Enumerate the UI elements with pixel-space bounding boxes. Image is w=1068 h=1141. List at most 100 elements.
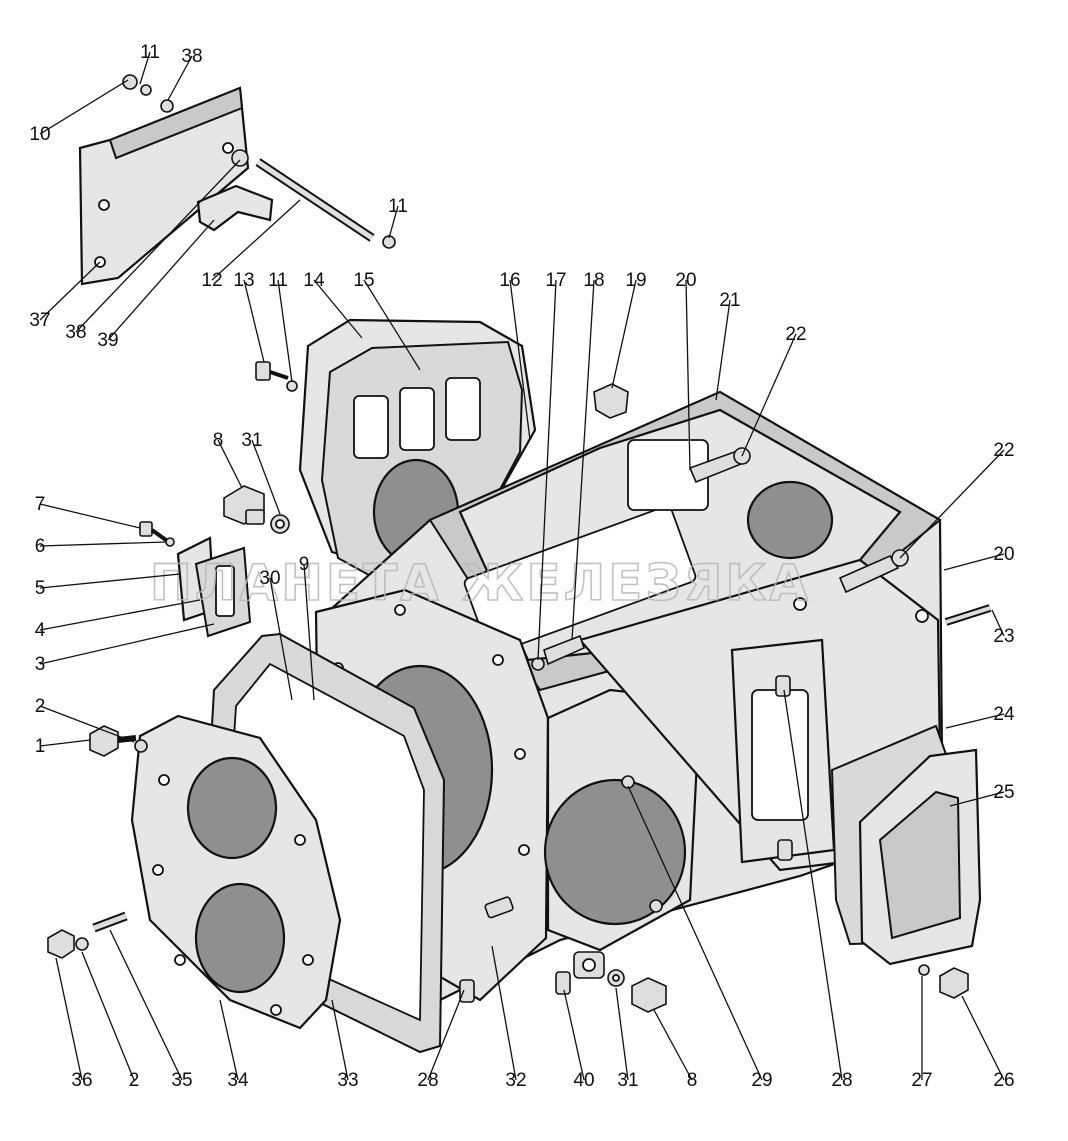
callout-label: 17 — [545, 270, 566, 291]
callout-label: 20 — [993, 544, 1014, 565]
callout-leader — [991, 609, 1005, 637]
callout-leader — [945, 713, 1005, 729]
callout-leader — [313, 279, 363, 339]
callout-label: 18 — [583, 270, 604, 291]
callout-label: 32 — [505, 1070, 526, 1091]
callout-leader — [39, 599, 201, 631]
callout-leader — [75, 159, 241, 333]
leader-lines — [39, 51, 1005, 1081]
callout-leader — [39, 541, 167, 547]
callout-leader — [39, 261, 101, 321]
bolt-7-washer-6 — [139, 521, 175, 547]
callout-label: 23 — [993, 626, 1014, 647]
callout-label: 13 — [233, 270, 254, 291]
callout-label: 10 — [29, 124, 50, 145]
callout-leader — [653, 1009, 693, 1081]
callout-leader — [277, 279, 293, 383]
callout-label: 38 — [181, 46, 202, 67]
callout-label: 2 — [35, 696, 46, 717]
callout-leader — [55, 957, 83, 1081]
callout-label: 1 — [35, 736, 46, 757]
callout-leader — [961, 995, 1005, 1081]
callout-leader — [39, 79, 129, 135]
callout-leader — [219, 999, 239, 1081]
callout-label: 37 — [29, 310, 50, 331]
callout-label: 40 — [573, 1070, 594, 1091]
callout-label: 28 — [417, 1070, 438, 1091]
callout-leader — [388, 205, 399, 239]
callout-label: 24 — [993, 704, 1015, 725]
callout-label: 14 — [303, 270, 325, 291]
cover-bracket — [78, 86, 250, 286]
lever-rod — [255, 158, 396, 249]
callout-leader — [537, 279, 557, 661]
callout-label: 22 — [993, 440, 1014, 461]
callout-leader — [615, 987, 629, 1081]
stud-23 — [944, 604, 992, 626]
callout-label: 2 — [129, 1070, 140, 1091]
callout-leader — [39, 503, 141, 529]
callout-label: 35 — [171, 1070, 192, 1091]
callout-label: 3 — [35, 654, 46, 675]
callout-leader — [899, 449, 1005, 559]
callout-label: 31 — [617, 1070, 638, 1091]
callout-leader — [611, 279, 637, 389]
callout-label: 16 — [499, 270, 520, 291]
callout-label: 9 — [299, 554, 310, 575]
callout-label: 4 — [35, 620, 46, 641]
callout-label: 33 — [337, 1070, 358, 1091]
callout-leader — [427, 989, 465, 1081]
plug-8-top — [223, 485, 290, 534]
callout-leader — [167, 55, 193, 101]
drain-fitting — [573, 951, 605, 979]
callout-label: 20 — [675, 270, 696, 291]
callout-label: 26 — [993, 1070, 1014, 1091]
callout-leader — [491, 945, 517, 1081]
callout-leader — [715, 299, 731, 401]
watermark: ПЛАНЕТА ЖЕЛЕЗЯКА — [150, 554, 811, 612]
callout-label: 28 — [831, 1070, 852, 1091]
callout-leader — [949, 791, 1005, 807]
breather-plug — [593, 383, 629, 419]
callout-leader — [139, 51, 151, 85]
callout-leader — [783, 689, 843, 1081]
callout-label: 8 — [687, 1070, 698, 1091]
bottom-plug — [607, 969, 667, 1013]
callout-leader — [39, 573, 181, 589]
small-washers — [122, 74, 249, 167]
callout-leader — [243, 279, 265, 363]
callout-leader — [741, 333, 797, 457]
callout-label: 19 — [625, 270, 646, 291]
callout-leader — [563, 989, 585, 1081]
callout-leader — [39, 705, 135, 743]
bolt-1-washer-2 — [89, 725, 148, 757]
callout-label: 27 — [911, 1070, 932, 1091]
right-side-cover — [858, 748, 982, 966]
callout-leader — [627, 785, 763, 1081]
callout-leader — [363, 279, 421, 371]
callout-leader — [571, 279, 595, 641]
callout-leader — [39, 623, 215, 665]
callout-leader — [107, 219, 215, 341]
callout-label: 6 — [35, 536, 46, 557]
callout-label: 11 — [388, 196, 408, 217]
callout-leader — [39, 739, 91, 747]
callout-label: 7 — [35, 494, 46, 515]
callout-label: 36 — [71, 1070, 92, 1091]
callout-label: 22 — [785, 324, 806, 345]
callout-label: 15 — [353, 270, 374, 291]
top-bolt-13 — [255, 361, 298, 392]
callout-label: 25 — [993, 782, 1014, 803]
callout-label: 38 — [65, 322, 86, 343]
bolt-26-washer-27 — [918, 964, 969, 999]
callout-leader — [943, 553, 1005, 571]
callout-leader — [509, 279, 531, 441]
callout-label: 30 — [259, 568, 280, 589]
callout-leader — [303, 563, 315, 701]
callout-label: 29 — [751, 1070, 772, 1091]
callout-leader — [685, 279, 691, 471]
callout-label: 11 — [140, 42, 160, 63]
